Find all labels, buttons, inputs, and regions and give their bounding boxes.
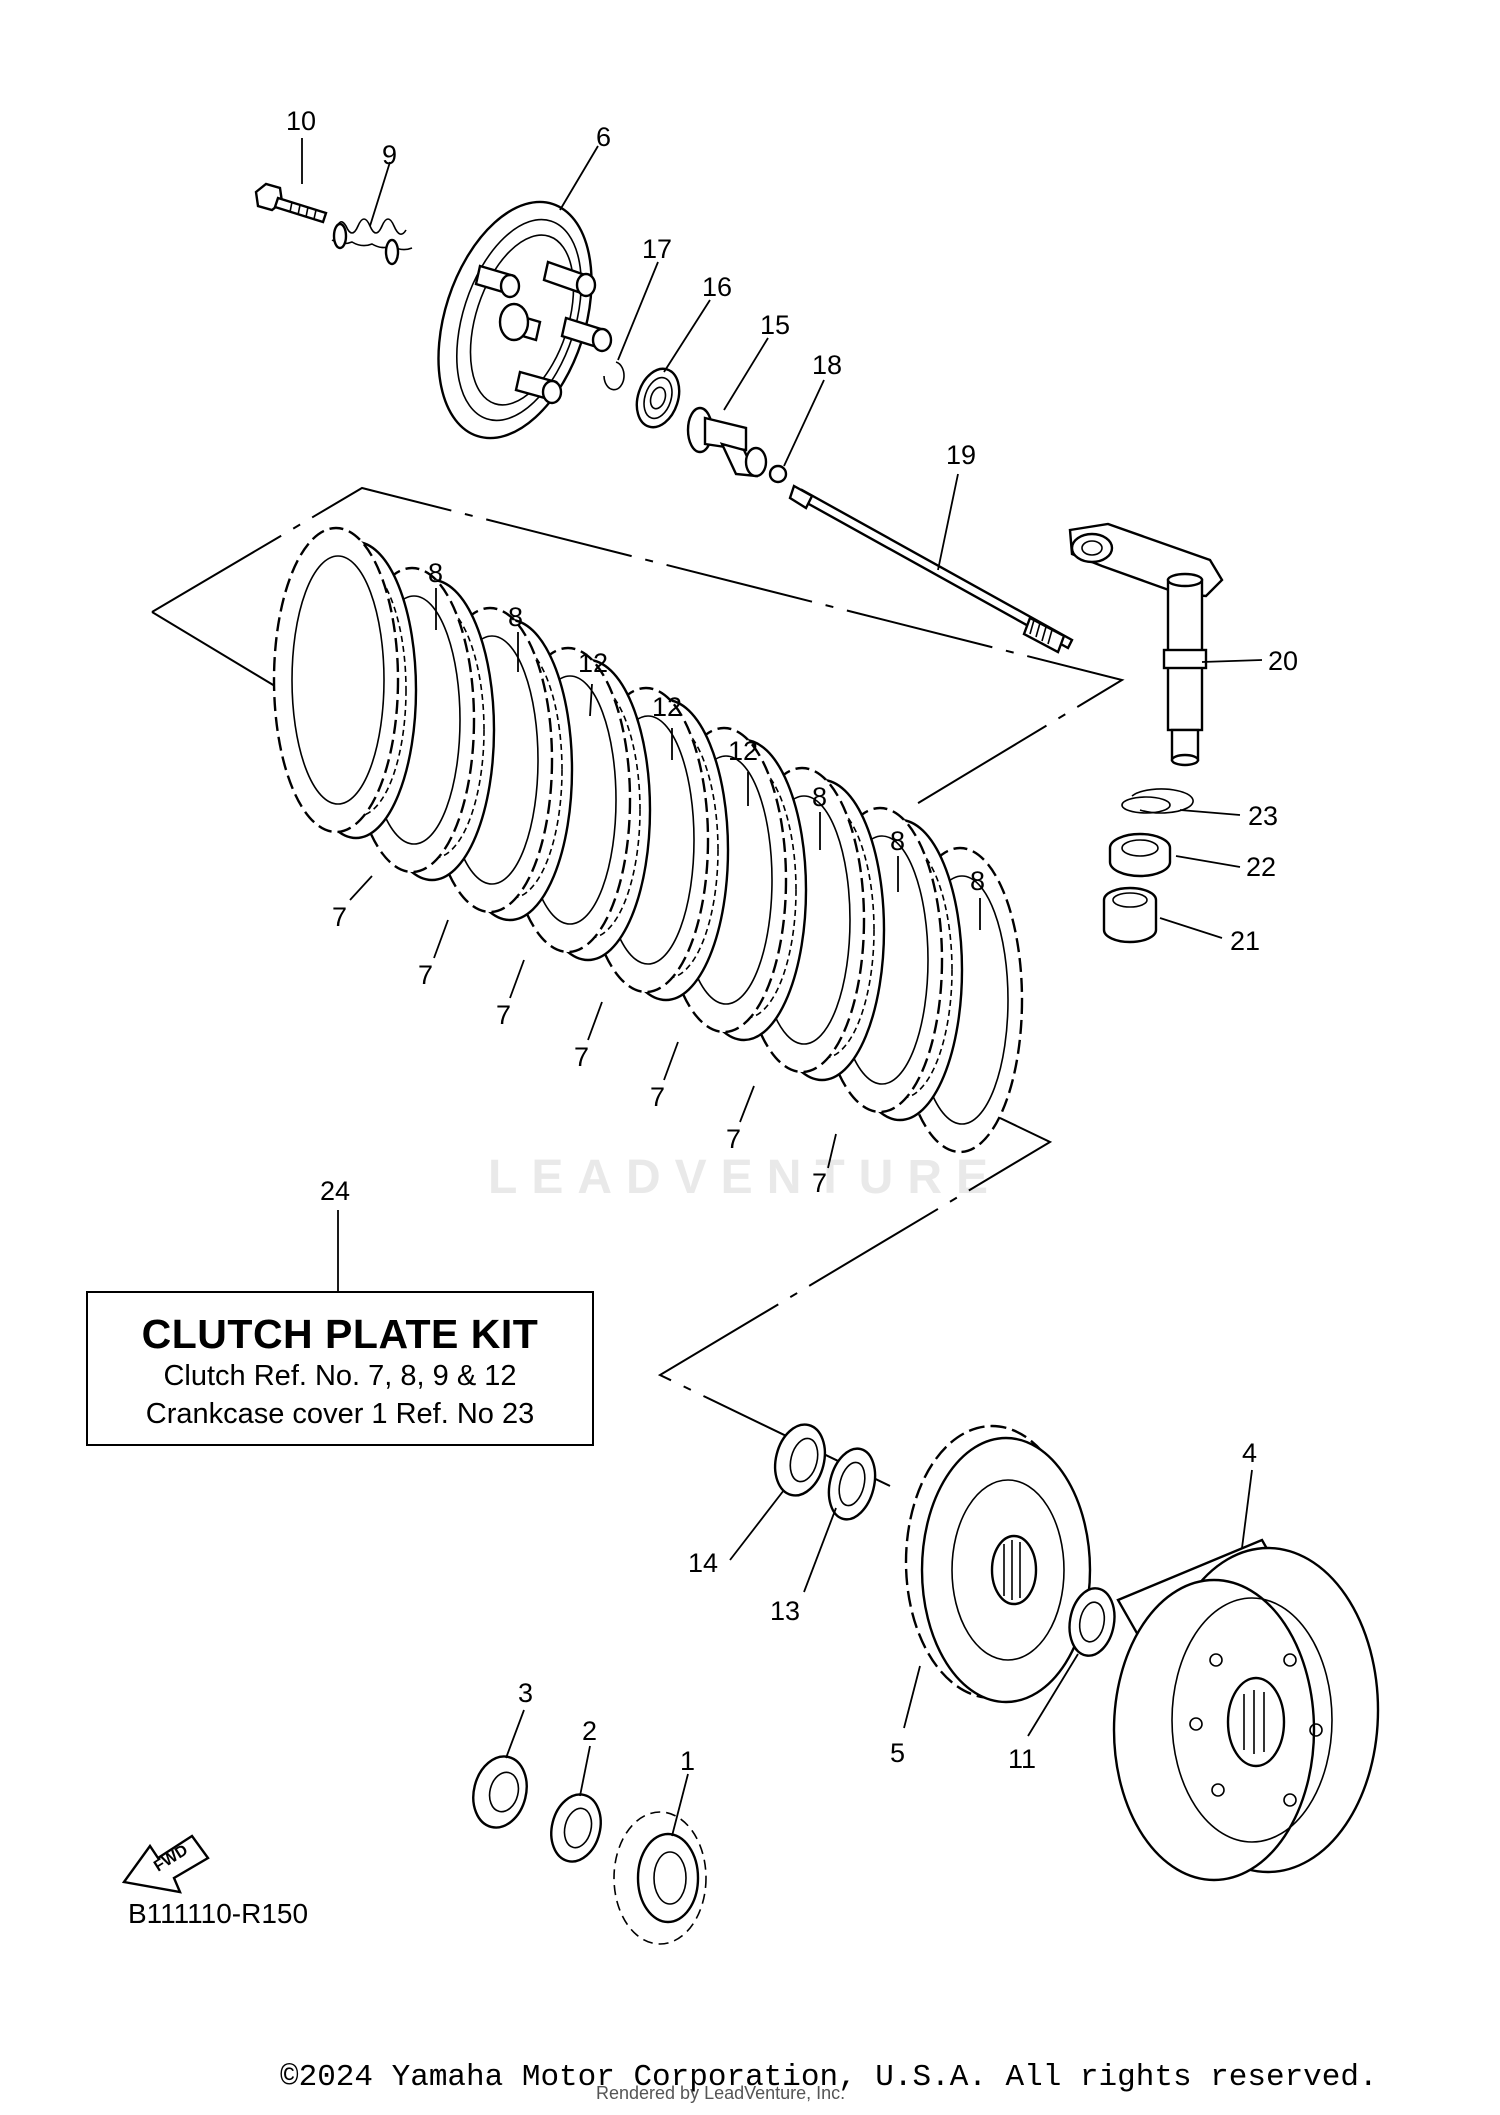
callout-7: 7: [650, 1082, 665, 1112]
callout-2: 2: [582, 1716, 597, 1746]
push-lever-shaft-part-20: [1068, 522, 1224, 767]
callout-12: 12: [578, 648, 608, 678]
callout-16: 16: [702, 272, 732, 302]
callout-7: 7: [726, 1124, 741, 1154]
callout-12: 12: [728, 736, 758, 766]
diagram-reference-code: B111110-R150: [128, 1898, 309, 1929]
callout-17: 17: [642, 234, 672, 264]
push-rod-part-19: [788, 484, 1074, 654]
circlip-part-23: [1121, 788, 1194, 814]
leader-lines: [301, 138, 1263, 1837]
callout-1: 1: [680, 1746, 695, 1776]
clutch-plate-stack: [272, 526, 1024, 1154]
fwd-arrow-icon: [121, 1834, 210, 1894]
callout-14: 14: [688, 1548, 718, 1578]
callout-8: 8: [508, 602, 523, 632]
primary-drive-gear-part-1: [613, 1811, 707, 1945]
callout-7: 7: [418, 960, 433, 990]
circlip-part-3: [472, 1755, 528, 1829]
kit-line-1: Clutch Ref. No. 7, 8, 9 & 12: [163, 1360, 517, 1392]
callout-13: 13: [770, 1596, 800, 1626]
kit-title: CLUTCH PLATE KIT: [141, 1311, 539, 1357]
callout-3: 3: [518, 1678, 533, 1708]
copyright-notice: ©2024 Yamaha Motor Corporation, U.S.A. A…: [280, 2060, 1378, 2095]
callout-21: 21: [1230, 926, 1260, 956]
callout-10: 10: [286, 106, 316, 136]
callout-7: 7: [812, 1168, 827, 1198]
bolt-part-10: [254, 182, 328, 224]
callout-5: 5: [890, 1738, 905, 1768]
callout-18: 18: [812, 350, 842, 380]
bearing-part-16: [635, 367, 681, 429]
callout-7: 7: [574, 1042, 589, 1072]
friction-plate: [272, 526, 400, 834]
callout-12: 12: [652, 692, 682, 722]
spring-part-9: [331, 218, 413, 266]
callout-8: 8: [812, 782, 827, 812]
pressure-plate-part-6: [437, 200, 613, 440]
assembly-guide-lines: [151, 486, 1125, 1487]
callout-11: 11: [1008, 1744, 1036, 1774]
callout-24: 24: [320, 1176, 350, 1206]
callout-8: 8: [428, 558, 443, 588]
callout-4: 4: [1242, 1438, 1257, 1468]
callout-23: 23: [1248, 801, 1278, 831]
callout-8: 8: [970, 866, 985, 896]
callout-7: 7: [496, 1000, 511, 1030]
push-rod-part-15: [686, 406, 768, 478]
clutch-boss-part-5: [904, 1424, 1092, 1704]
bearing-part-21: [1102, 886, 1158, 944]
callout-labels: 10 9 6 17 16 15 18 19 20 23 22 21 8 8 12…: [151, 106, 1298, 1875]
collar-part-14: [773, 1423, 827, 1497]
callout-8: 8: [890, 826, 905, 856]
circlip-part-17: [603, 361, 625, 391]
callout-9: 9: [382, 140, 397, 170]
rendered-by-note: Rendered by LeadVenture, Inc.: [596, 2083, 846, 2103]
kit-line-2: Crankcase cover 1 Ref. No 23: [145, 1398, 535, 1430]
callout-19: 19: [946, 440, 976, 470]
watermark: LEADVENTURE: [488, 1151, 1003, 1204]
callout-15: 15: [760, 310, 790, 340]
washer-part-2: [550, 1793, 602, 1863]
callout-7: 7: [332, 902, 347, 932]
washer-part-11: [1068, 1587, 1116, 1657]
clutch-plate-kit-box: CLUTCH PLATE KIT Clutch Ref. No. 7, 8, 9…: [86, 1291, 594, 1446]
oil-seal-part-22: [1108, 832, 1172, 878]
clutch-housing-part-4: [1112, 1538, 1380, 1882]
callout-20: 20: [1268, 646, 1298, 676]
callout-22: 22: [1246, 852, 1276, 882]
ball-part-18: [768, 464, 788, 484]
callout-6: 6: [596, 122, 611, 152]
washer-part-13: [827, 1447, 877, 1521]
